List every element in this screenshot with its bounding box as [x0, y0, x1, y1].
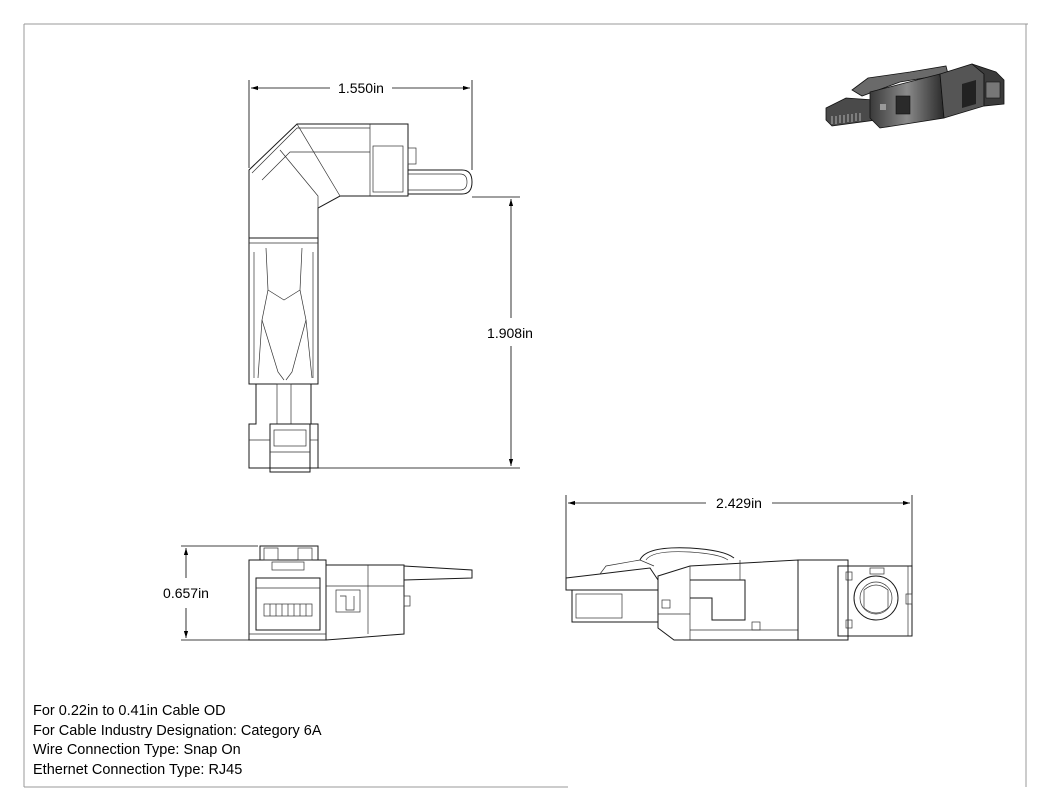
front-view-drawing — [248, 545, 473, 641]
note-cable-category: For Cable Industry Designation: Category… — [33, 722, 322, 739]
dimension-top-height-label: 1.908in — [487, 325, 533, 341]
dimension-top-height: 1.908in — [318, 196, 533, 469]
note-wire-connection: Wire Connection Type: Snap On — [33, 742, 241, 758]
dimension-side-length: 2.429in — [565, 495, 913, 578]
dimension-top-width: 1.550in — [248, 80, 473, 170]
note-ethernet-connection: Ethernet Connection Type: RJ45 — [33, 761, 243, 778]
isometric-product-render — [825, 63, 1005, 129]
dimension-front-height: 0.657in — [163, 545, 258, 641]
top-view-drawing — [248, 123, 473, 473]
sheet-border — [23, 23, 1028, 788]
dimension-front-height-label: 0.657in — [163, 585, 209, 601]
note-cable-od: For 0.22in to 0.41in Cable OD — [33, 703, 226, 719]
side-view-drawing — [565, 547, 913, 641]
dimension-top-width-label: 1.550in — [338, 80, 384, 96]
dimension-side-length-label: 2.429in — [716, 495, 762, 511]
specification-notes: For 0.22in to 0.41in Cable OD For Cable … — [33, 702, 322, 780]
